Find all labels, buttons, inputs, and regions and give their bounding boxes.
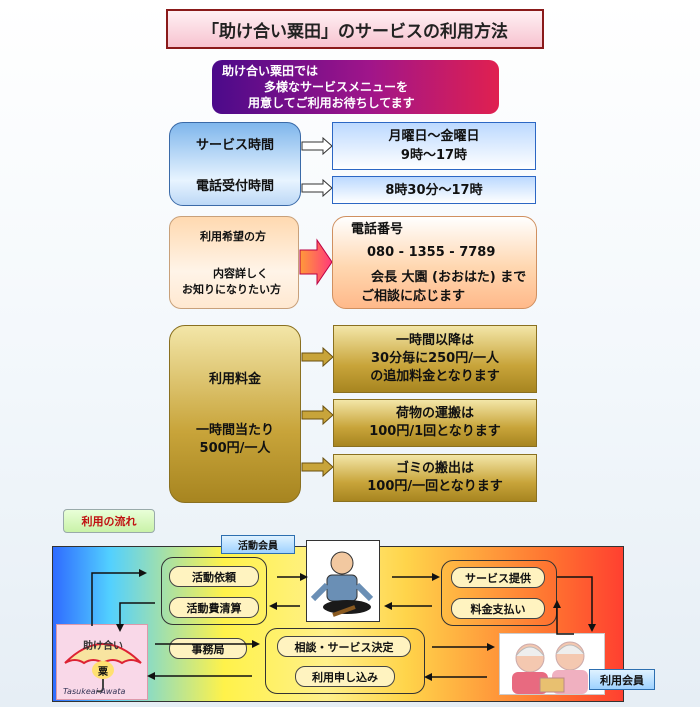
intro-line-2: 多様なサービスメニューを: [264, 80, 409, 94]
phone-hours-label: 電話受付時間: [195, 179, 274, 194]
contact-title: 電話番号: [351, 221, 404, 237]
consult-decision-box: 相談・サービス決定: [277, 636, 411, 657]
right-arrow-icon: [299, 238, 333, 286]
apply-arrow: [299, 238, 333, 286]
hours-label-box: サービス時間 電話受付時間: [169, 122, 301, 206]
office-box: 事務局: [169, 638, 247, 659]
payment-box: 料金支払い: [451, 598, 545, 619]
phone-time: 8時30分～17時: [385, 182, 483, 198]
gold-arrow-icon: [301, 346, 334, 478]
worker-illustration: [306, 540, 380, 622]
contact-line-2: ご相談に応じます: [361, 288, 466, 304]
phone-hours-box: 8時30分～17時: [332, 176, 536, 204]
use-application-box: 利用申し込み: [295, 666, 395, 687]
cargo-fee-box: 荷物の運搬は 100円/1回となります: [333, 399, 537, 447]
service-time: 9時～17時: [400, 148, 468, 163]
base-fee: 一時間当たり 500円/一人: [195, 422, 274, 456]
apply-line-2: 内容詳しく お知りになりたい方: [182, 267, 281, 297]
trash-fee-box: ゴミの搬出は 100円/一回となります: [333, 454, 537, 502]
service-provide-box: サービス提供: [451, 567, 545, 588]
fee-label-box: 利用料金 一時間当たり 500円/一人: [169, 325, 301, 503]
contact-box: 電話番号 080 - 1355 - 7789 会長 大園 (おおはた) まで ご…: [332, 216, 537, 309]
umbrella-icon: [64, 643, 142, 693]
member-action-group: [161, 557, 267, 625]
service-days: 月曜日～金曜日: [388, 129, 480, 144]
flow-label: 利用の流れ: [63, 509, 155, 533]
expense-settlement-box: 活動費清算: [169, 597, 259, 618]
contact-line-1: 会長 大園 (おおはた) まで: [371, 269, 527, 285]
logo: 助け合い 粟 Tasukeai Awata: [56, 624, 148, 700]
page-title: 「助け合い粟田」のサービスの利用方法: [166, 9, 544, 49]
apply-box: 利用希望の方 内容詳しく お知りになりたい方: [169, 216, 299, 309]
fee-arrows: [301, 346, 334, 478]
extra-fee-box: 一時間以降は 30分毎に250円/一人 の追加料金となります: [333, 325, 537, 393]
double-arrow-icon: [301, 136, 333, 198]
worker-icon: [310, 551, 374, 617]
user-member-label: 利用会員: [589, 669, 655, 690]
activity-request-box: 活動依頼: [169, 566, 259, 587]
apply-line-1: 利用希望の方: [200, 229, 266, 243]
user-illustration: [499, 633, 605, 695]
elderly-users-icon: [512, 641, 588, 694]
service-hours-box: 月曜日～金曜日 9時～17時: [332, 122, 536, 170]
hours-arrows: [301, 136, 333, 198]
service-hours-label: サービス時間: [195, 138, 274, 153]
active-member-label: 活動会員: [221, 535, 295, 554]
service-group: [441, 560, 557, 626]
intro-line-1: 助け合い粟田では: [222, 64, 319, 78]
contact-phone[interactable]: 080 - 1355 - 7789: [367, 244, 496, 260]
consult-group: [265, 628, 425, 694]
intro-line-3: 用意してご利用お待ちしてます: [248, 96, 415, 110]
fee-label: 利用料金: [208, 371, 261, 387]
intro-banner: 助け合い粟田では 多様なサービスメニューを 用意してご利用お待ちしてます: [212, 60, 499, 114]
